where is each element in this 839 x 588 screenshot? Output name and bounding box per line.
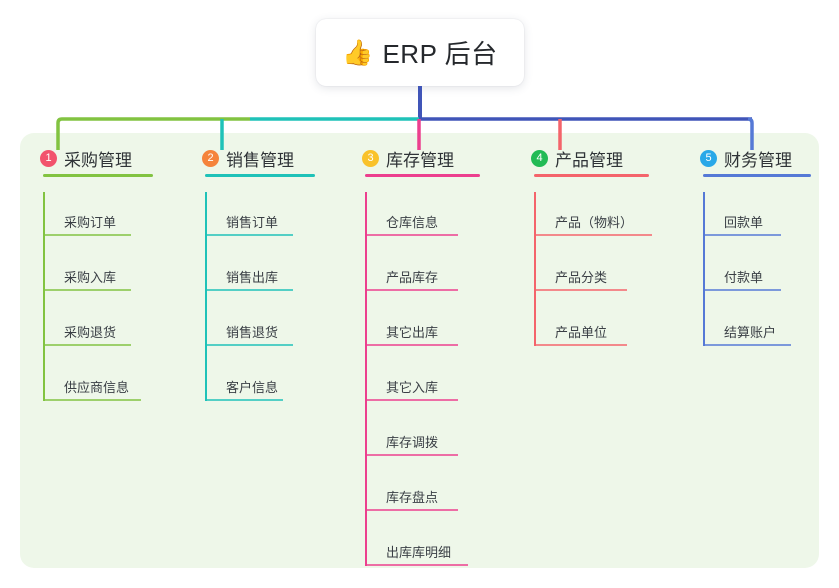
branch-item-rule bbox=[365, 234, 458, 236]
branch-item-stem bbox=[43, 291, 45, 346]
branch-header-rule bbox=[703, 174, 811, 177]
branch-item-rule bbox=[365, 564, 468, 566]
branch-item-rule bbox=[703, 344, 791, 346]
branch-number-badge: 3 bbox=[362, 150, 379, 167]
branch-item-label: 采购入库 bbox=[64, 270, 117, 285]
root-node-label: ERP 后台 bbox=[382, 39, 498, 69]
branch-item-stem bbox=[365, 192, 367, 236]
branch-title: 库存管理 bbox=[386, 151, 454, 170]
branch-item-rule bbox=[365, 454, 458, 456]
branch-item-label: 采购订单 bbox=[64, 215, 117, 230]
branch-item-stem bbox=[205, 236, 207, 291]
branch-item-rule bbox=[534, 289, 627, 291]
branch-item-rule bbox=[365, 509, 458, 511]
branch-title: 销售管理 bbox=[226, 151, 294, 170]
branch-number-badge: 4 bbox=[531, 150, 548, 167]
branch-number-badge: 1 bbox=[40, 150, 57, 167]
branch-header-产品管理[interactable]: 4 产品管理 bbox=[531, 146, 623, 171]
branch-item-stem bbox=[703, 192, 705, 236]
branch-number-badge: 5 bbox=[700, 150, 717, 167]
branch-item-rule bbox=[43, 399, 141, 401]
branch-item-label: 其它出库 bbox=[386, 325, 439, 340]
branch-item-rule bbox=[703, 234, 781, 236]
branch-header-库存管理[interactable]: 3 库存管理 bbox=[362, 146, 454, 171]
branch-item-label: 回款单 bbox=[724, 215, 764, 230]
branch-item-label: 库存调拨 bbox=[386, 435, 439, 450]
branch-item-label: 销售出库 bbox=[226, 270, 279, 285]
branch-title: 财务管理 bbox=[724, 151, 792, 170]
branch-item-label: 产品库存 bbox=[386, 270, 439, 285]
branch-title: 采购管理 bbox=[64, 151, 132, 170]
branch-item-stem bbox=[43, 346, 45, 401]
branch-item-label: 销售订单 bbox=[226, 215, 279, 230]
root-node[interactable]: 👍 ERP 后台 bbox=[316, 19, 524, 86]
branch-item-label: 产品分类 bbox=[555, 270, 608, 285]
branch-item-label: 供应商信息 bbox=[64, 380, 130, 395]
branch-item-rule bbox=[205, 289, 293, 291]
branch-item-stem bbox=[365, 401, 367, 456]
branch-header-rule bbox=[365, 174, 480, 177]
branch-item-stem bbox=[365, 346, 367, 401]
branch-header-rule bbox=[205, 174, 315, 177]
branch-header-财务管理[interactable]: 5 财务管理 bbox=[700, 146, 792, 171]
branch-item-rule bbox=[703, 289, 781, 291]
branch-item-rule bbox=[534, 344, 627, 346]
branch-item-label: 付款单 bbox=[724, 270, 764, 285]
branch-header-销售管理[interactable]: 2 销售管理 bbox=[202, 146, 294, 171]
branch-title: 产品管理 bbox=[555, 151, 623, 170]
branch-item-stem bbox=[43, 236, 45, 291]
branch-item-label: 产品（物料） bbox=[555, 215, 634, 230]
branch-item-stem bbox=[703, 236, 705, 291]
branch-item-label: 销售退货 bbox=[226, 325, 279, 340]
branch-item-rule bbox=[43, 289, 131, 291]
branch-item-label: 客户信息 bbox=[226, 380, 279, 395]
branch-item-stem bbox=[703, 291, 705, 346]
branch-item-rule bbox=[365, 399, 458, 401]
branch-item-stem bbox=[534, 236, 536, 291]
branch-item-stem bbox=[205, 291, 207, 346]
branch-item-rule bbox=[205, 234, 293, 236]
branch-item-rule bbox=[205, 344, 293, 346]
branch-header-rule bbox=[43, 174, 153, 177]
branch-item-stem bbox=[205, 346, 207, 401]
branch-number-badge: 2 bbox=[202, 150, 219, 167]
branch-item-stem bbox=[365, 456, 367, 511]
branch-item-label: 库存盘点 bbox=[386, 490, 439, 505]
branch-item-rule bbox=[365, 344, 458, 346]
branch-header-采购管理[interactable]: 1 采购管理 bbox=[40, 146, 132, 171]
branch-item-rule bbox=[43, 234, 131, 236]
branch-item-label: 采购退货 bbox=[64, 325, 117, 340]
branch-item-stem bbox=[365, 291, 367, 346]
branch-item-label: 其它入库 bbox=[386, 380, 439, 395]
branch-item-rule bbox=[205, 399, 283, 401]
branch-item-stem bbox=[43, 192, 45, 236]
branch-item-rule bbox=[43, 344, 131, 346]
branch-item-stem bbox=[365, 511, 367, 566]
branch-item-stem bbox=[205, 192, 207, 236]
branch-item-label: 产品单位 bbox=[555, 325, 608, 340]
branch-item-stem bbox=[365, 236, 367, 291]
branches-panel bbox=[20, 133, 819, 568]
branch-item-stem bbox=[534, 192, 536, 236]
thumbs-up-icon: 👍 bbox=[342, 39, 374, 67]
branch-item-label: 仓库信息 bbox=[386, 215, 439, 230]
branch-item-stem bbox=[534, 291, 536, 346]
branch-item-label: 出库库明细 bbox=[386, 545, 452, 560]
branch-item-rule bbox=[534, 234, 652, 236]
branch-item-rule bbox=[365, 289, 458, 291]
branch-item-label: 结算账户 bbox=[724, 325, 777, 340]
branch-header-rule bbox=[534, 174, 649, 177]
